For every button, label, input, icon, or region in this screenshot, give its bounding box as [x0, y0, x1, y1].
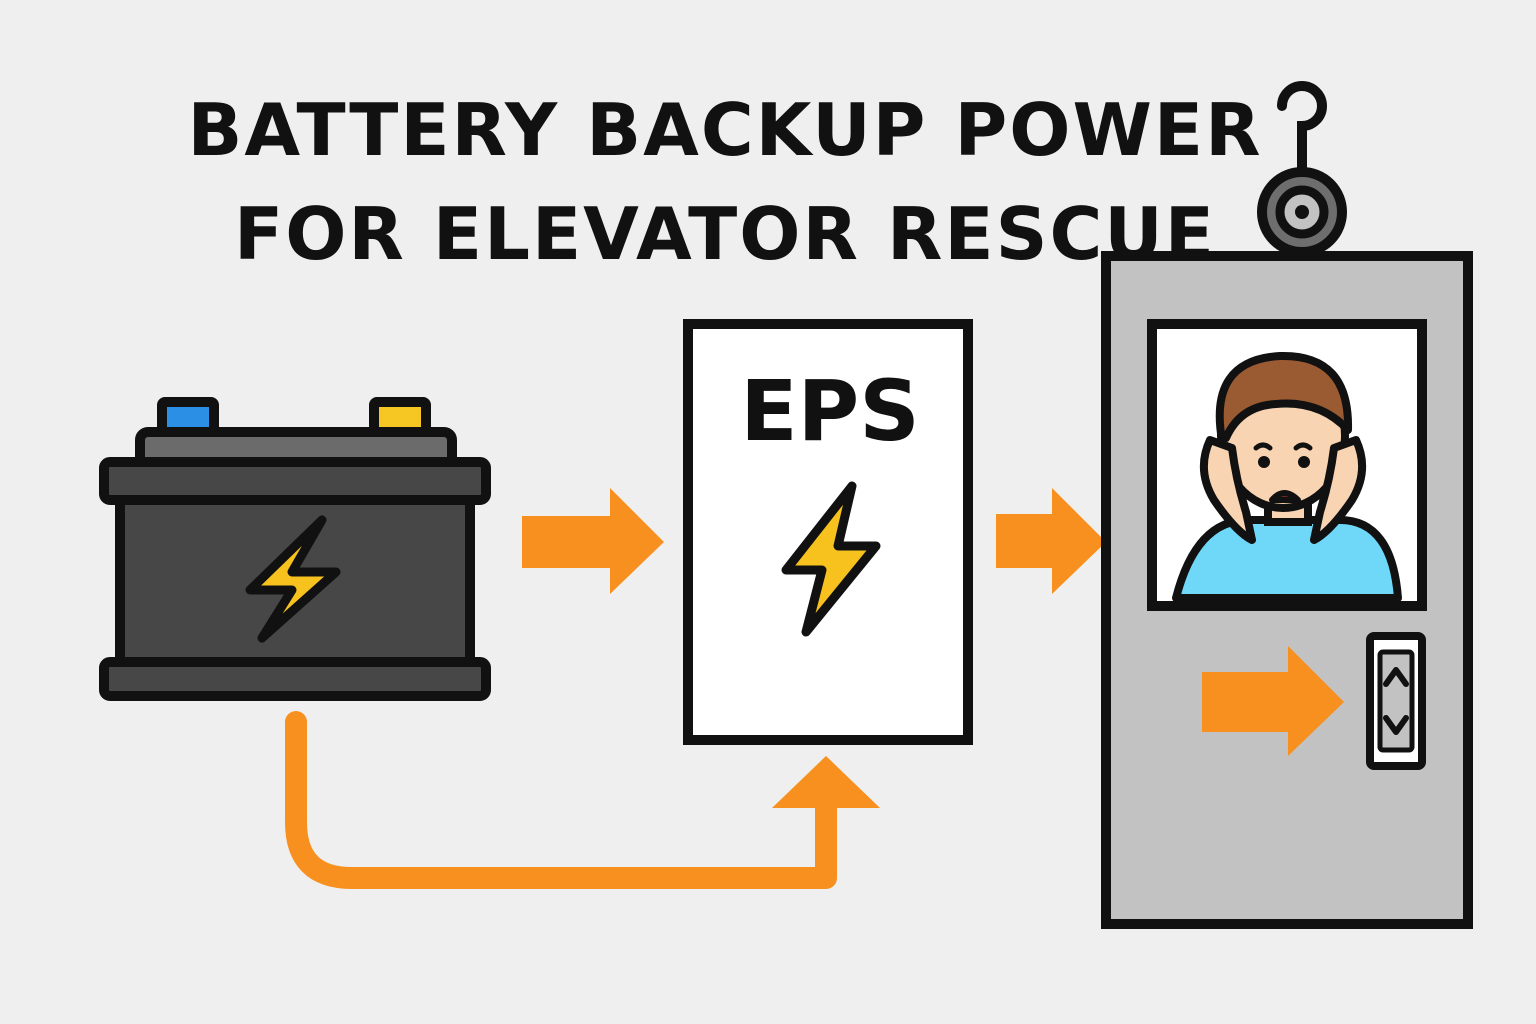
arrow-battery-to-eps: [522, 488, 664, 594]
eps-panel: [683, 319, 973, 745]
diagram-title: BATTERY BACKUP POWER FOR ELEVATOR RESCUE: [160, 78, 1290, 286]
lightning-bolt-icon: [781, 481, 881, 637]
title-line-2: FOR ELEVATOR RESCUE: [234, 192, 1216, 276]
arrow-inside-elevator: [1202, 646, 1344, 756]
eps-unit: EPS: [683, 319, 973, 745]
pulley-icon: [1257, 81, 1347, 257]
battery-icon: [99, 397, 491, 701]
battery-bottom-band: [99, 657, 491, 701]
battery-top-band: [99, 457, 491, 505]
eps-label: EPS: [740, 362, 919, 460]
trapped-passenger-icon: [1172, 351, 1402, 602]
up-down-buttons-icon: [1366, 632, 1426, 770]
lightning-bolt-icon: [245, 515, 341, 643]
arrow-eps-to-elevator: [996, 488, 1106, 594]
elevator-car-icon: [1101, 251, 1473, 929]
title-line-1: BATTERY BACKUP POWER: [187, 88, 1263, 172]
arrow-battery-loop-to-eps: [285, 711, 880, 889]
